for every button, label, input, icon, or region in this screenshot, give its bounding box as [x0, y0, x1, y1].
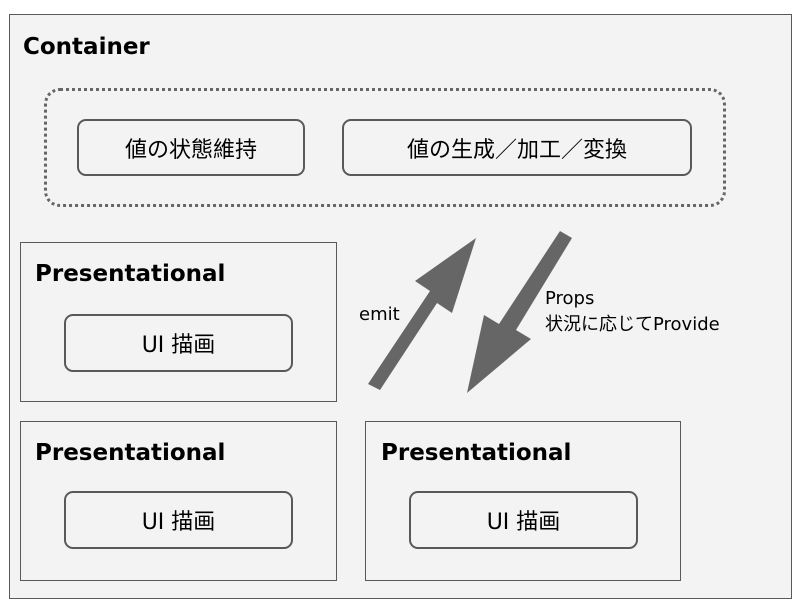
props-arrow [467, 231, 572, 393]
props-label: Props [545, 288, 595, 309]
emit-arrow [368, 238, 476, 390]
presentational-title-bottom-right: Presentational [381, 440, 572, 466]
state-keeping-pill: 値の状態維持 [77, 119, 305, 176]
value-generation-pill: 値の生成／加工／変換 [342, 119, 692, 176]
ui-render-pill-top-left: UI 描画 [64, 314, 293, 372]
container-title: Container [23, 34, 150, 60]
ui-render-pill-bottom-right: UI 描画 [409, 491, 638, 549]
presentational-title-bottom-left: Presentational [35, 440, 226, 466]
provide-label: 状況に応じてProvide [545, 314, 720, 335]
presentational-title-top-left: Presentational [35, 261, 226, 287]
emit-label: emit [359, 304, 400, 325]
container-logic-group [44, 88, 726, 207]
ui-render-pill-bottom-left: UI 描画 [64, 491, 293, 549]
